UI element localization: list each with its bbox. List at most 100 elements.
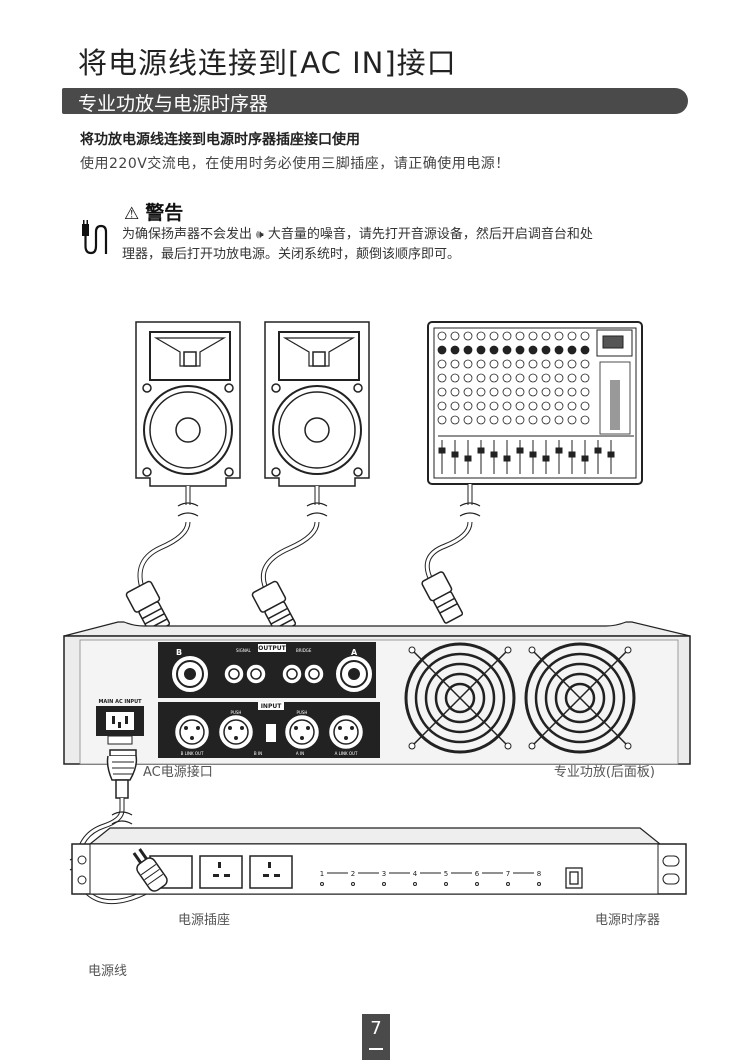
mixer-fader-cap — [516, 447, 524, 454]
sequencer-channel-number: 7 — [506, 870, 510, 878]
mixer-knob — [580, 415, 590, 425]
mixer-knob — [515, 345, 525, 355]
mixer-fader-cap — [451, 451, 459, 458]
mixer-knob — [554, 359, 564, 369]
mixer-knob — [463, 387, 473, 397]
mixer-knob — [502, 415, 512, 425]
mixer-knob — [476, 373, 486, 383]
output-label: OUTPUT — [258, 645, 286, 652]
mixer-knob — [489, 331, 499, 341]
mixer-knob — [554, 345, 564, 355]
sequencer-led — [413, 882, 417, 886]
mixer-knob — [515, 359, 525, 369]
mixer-knob — [437, 401, 447, 411]
mixer-knob — [515, 331, 525, 341]
mixer-knob — [580, 345, 590, 355]
mixer-knob — [450, 401, 460, 411]
power-plug-icon — [82, 220, 108, 255]
svg-text:PUSH: PUSH — [297, 710, 308, 715]
mixer-knob — [437, 387, 447, 397]
sequencer-led — [475, 882, 479, 886]
mixer-knob — [463, 415, 473, 425]
mixer-knob — [567, 359, 577, 369]
mixer-knob — [567, 331, 577, 341]
sequencer-channel-number: 3 — [382, 870, 386, 878]
sequencer-channel-number: 6 — [475, 870, 480, 878]
mixer-knob — [463, 401, 473, 411]
instruction-heading: 将功放电源线连接到电源时序器插座接口使用 — [80, 132, 360, 148]
mixer-fader-cap — [594, 447, 602, 454]
mixer-knob — [567, 401, 577, 411]
caption-socket: 电源插座 — [178, 913, 230, 928]
mixer-knob — [567, 387, 577, 397]
mixer-fader-cap — [542, 455, 550, 462]
mixer-fader-cap — [503, 455, 511, 462]
amplifier-rear-panel: OUTPUT B A SIGNAL BRIDGE INPUT — [63, 621, 691, 765]
mixer-knob — [567, 373, 577, 383]
svg-text:SIGNAL: SIGNAL — [236, 648, 252, 653]
svg-text:B: B — [176, 648, 182, 657]
sequencer-channel-number: 1 — [320, 870, 324, 878]
svg-text:A IN: A IN — [296, 751, 304, 756]
caption-power-cord: 电源线 — [88, 964, 127, 979]
sequencer-led — [506, 882, 510, 886]
mixer-knob — [541, 415, 551, 425]
xlr-connector — [421, 571, 464, 624]
mixer-knob — [463, 331, 473, 341]
mixer-knob — [554, 373, 564, 383]
mixer-knob — [580, 331, 590, 341]
mixer-knob — [528, 373, 538, 383]
mixer-knob — [489, 359, 499, 369]
mixer-knob — [489, 387, 499, 397]
mixer-knob — [502, 373, 512, 383]
mixer-knob — [515, 415, 525, 425]
mixer-knob — [528, 331, 538, 341]
caption-sequencer: 电源时序器 — [595, 913, 660, 928]
mixer-knob — [554, 387, 564, 397]
mixer-knob — [567, 415, 577, 425]
mixer-knob — [502, 331, 512, 341]
sequencer-socket-2 — [199, 855, 243, 889]
page-title: 将电源线连接到[AC IN]接口 — [78, 46, 457, 80]
mixer-knob — [580, 373, 590, 383]
mixer-knob — [541, 359, 551, 369]
speakon-port-a — [336, 656, 372, 692]
cooling-fan-right — [524, 642, 636, 754]
mixer-knob — [476, 401, 486, 411]
svg-text:B IN: B IN — [254, 751, 262, 756]
mixer-knob — [528, 359, 538, 369]
svg-text:A LINK OUT: A LINK OUT — [335, 751, 358, 756]
mixer-knob — [450, 359, 460, 369]
svg-text:PUSH: PUSH — [231, 710, 242, 715]
cooling-fan-left — [404, 642, 516, 754]
mixer-fader-cap — [464, 455, 472, 462]
mixer-knob — [502, 359, 512, 369]
sequencer-led — [537, 882, 541, 886]
mixer-knob — [476, 359, 486, 369]
sequencer-socket-3 — [249, 855, 293, 889]
mixer-knob — [437, 415, 447, 425]
mixer-knob — [437, 345, 447, 355]
mixer-knob — [476, 331, 486, 341]
mixer-knob — [476, 345, 486, 355]
sequencer-channel-number: 8 — [537, 870, 541, 878]
warning-triangle-icon: ⚠ — [124, 204, 140, 224]
mixer-knob — [450, 387, 460, 397]
mixer-knob — [450, 373, 460, 383]
sequencer-led — [320, 882, 324, 886]
mixer-knob — [437, 373, 447, 383]
mixer-knob — [554, 331, 564, 341]
mixer-knob — [489, 373, 499, 383]
mixer-knob — [580, 359, 590, 369]
sequencer-channel-number: 4 — [413, 870, 418, 878]
mixer-knob — [450, 415, 460, 425]
mixer-knob — [541, 345, 551, 355]
caption-amp-rear: 专业功放(后面板) — [554, 765, 655, 780]
mixer-console — [427, 321, 643, 485]
mixer-knob — [580, 401, 590, 411]
caption-ac-port: AC电源接口 — [143, 764, 213, 780]
mixer-fader-cap — [607, 451, 615, 458]
sequencer-led — [382, 882, 386, 886]
warning-text: 为确保扬声器不会发出 🕪 大音量的噪音，请先打开音源设备，然后开启调音台和处 理… — [122, 227, 593, 262]
